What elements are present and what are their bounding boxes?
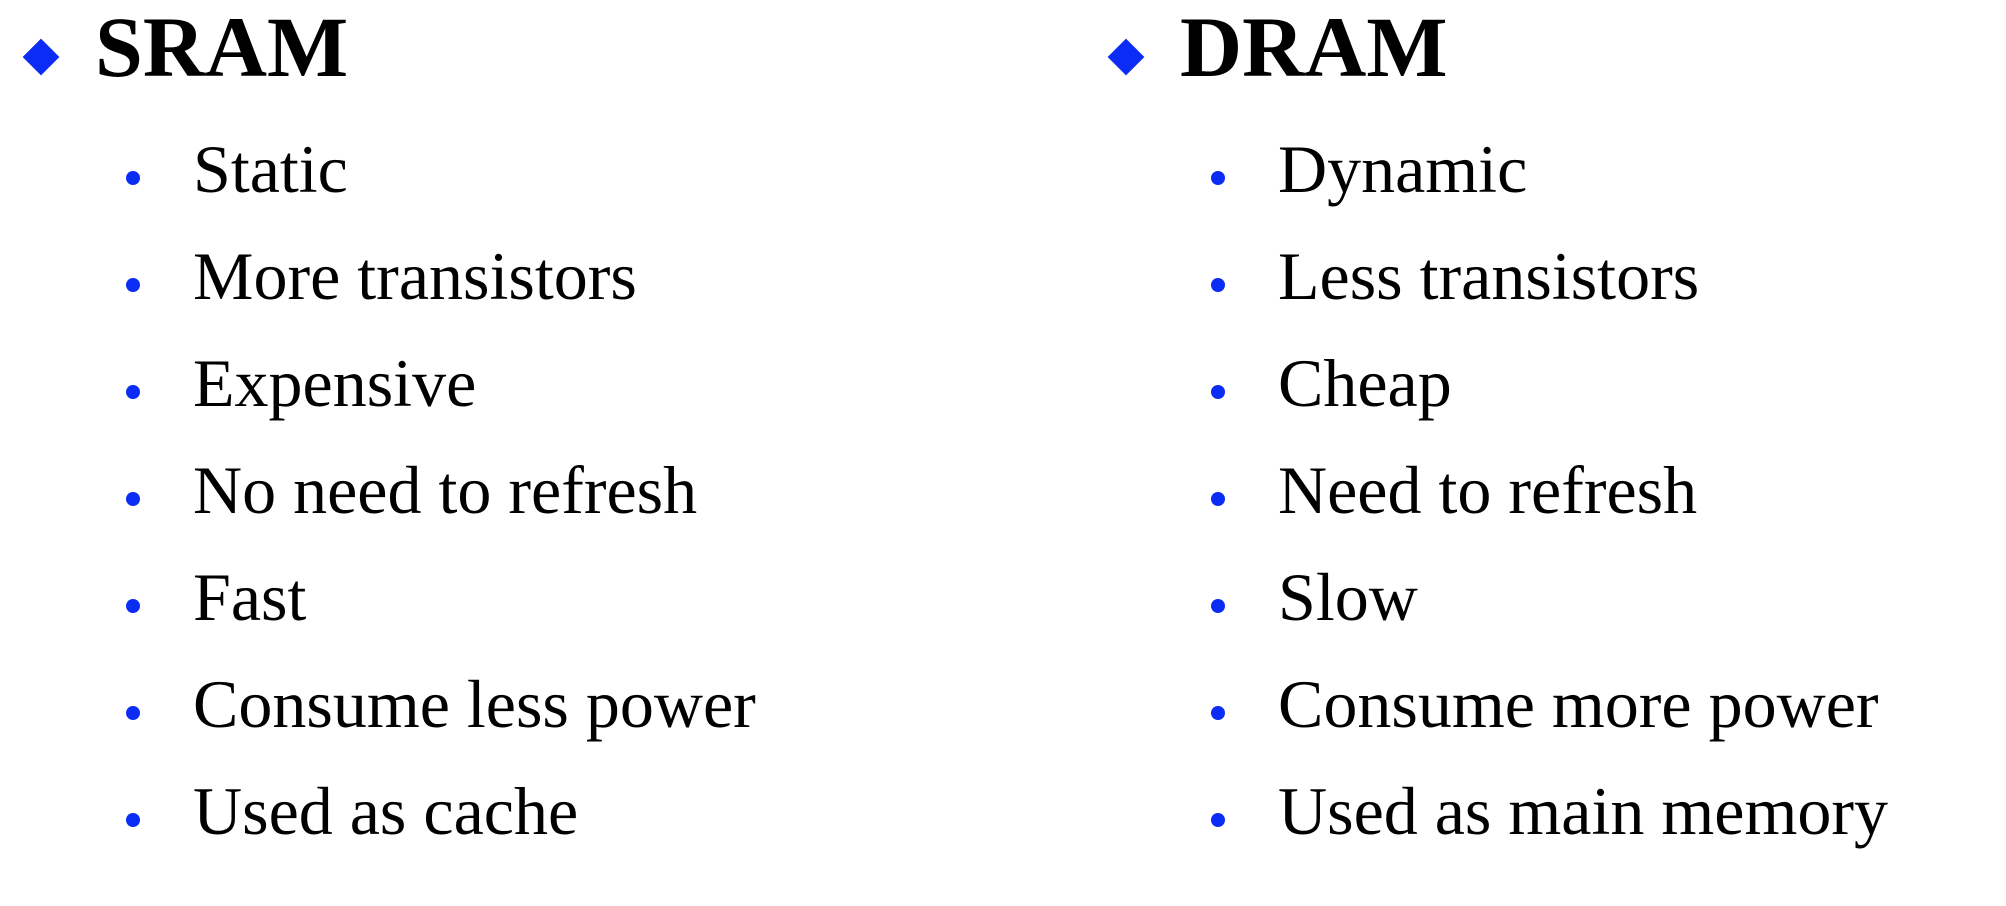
dot-bullet-icon [1211,706,1225,720]
dot-bullet-icon [126,171,140,185]
diamond-bullet-icon [22,38,60,76]
list-item-text: Used as main memory [1278,773,1888,849]
dot-bullet-icon [1211,492,1225,506]
list-item-text: Cheap [1278,345,1452,421]
dot-bullet-icon [1211,813,1225,827]
dot-bullet-icon [126,385,140,399]
list-item-text: Fast [193,559,307,635]
list-item-text: Static [193,131,348,207]
dot-bullet-icon [1211,385,1225,399]
list-item-text: Less transistors [1278,238,1700,314]
dot-bullet-icon [126,813,140,827]
list-item-text: More transistors [193,238,637,314]
list-item-text: Consume more power [1278,666,1879,742]
dram-heading: DRAM [1180,0,1448,95]
list-item-text: Slow [1278,559,1418,635]
list-item-text: Consume less power [193,666,756,742]
dot-bullet-icon [1211,599,1225,613]
dot-bullet-icon [1211,278,1225,292]
list-item-text: Need to refresh [1278,452,1698,528]
list-item-text: Expensive [193,345,477,421]
dot-bullet-icon [126,706,140,720]
list-item-text: Dynamic [1278,131,1528,207]
list-item-text: Used as cache [193,773,579,849]
dot-bullet-icon [126,492,140,506]
diamond-bullet-icon [1107,38,1145,76]
list-item-text: No need to refresh [193,452,698,528]
dot-bullet-icon [1211,171,1225,185]
dot-bullet-icon [126,599,140,613]
dot-bullet-icon [126,278,140,292]
sram-heading: SRAM [95,0,349,95]
